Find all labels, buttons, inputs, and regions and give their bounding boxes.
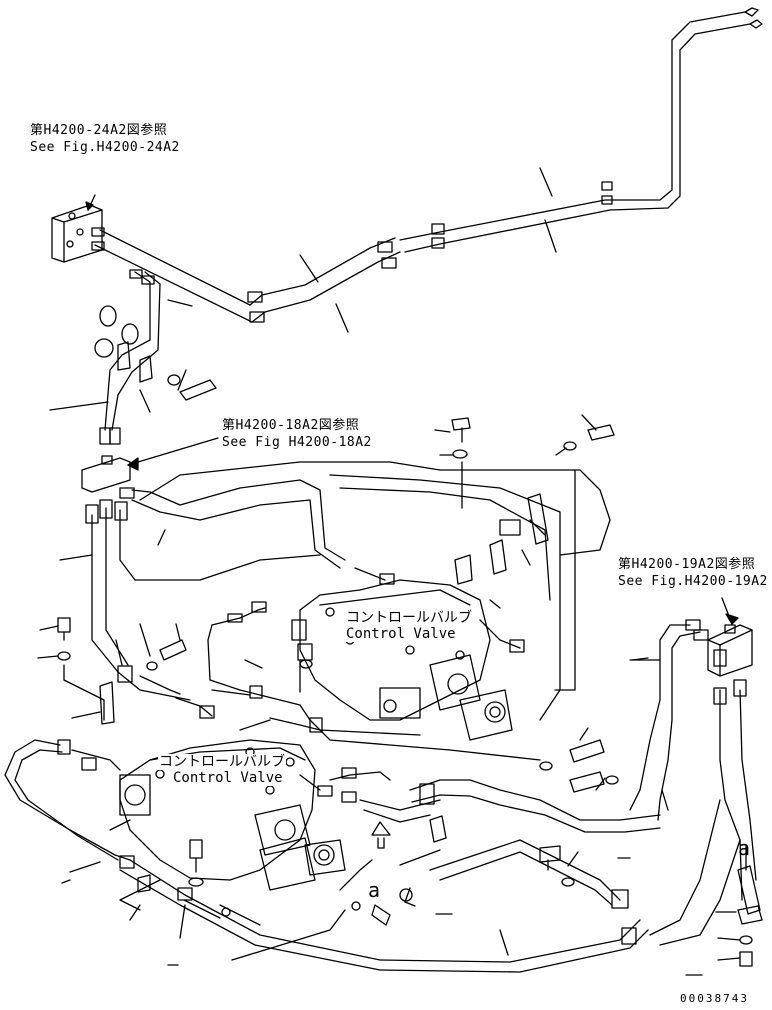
middle-hoses	[59, 461, 611, 721]
document-number: 00038743	[680, 992, 749, 1005]
mid-bolts	[434, 414, 615, 509]
right-hoses	[611, 597, 757, 946]
ref-middle-en: See Fig H4200-18A2	[222, 435, 372, 450]
upper-control-valve	[291, 567, 525, 741]
upper-valve-label-ja: コントロールバルブ	[345, 610, 473, 626]
leader-lines	[61, 657, 703, 976]
ref-right-en: See Fig.H4200-19A2	[618, 574, 768, 589]
marker-a-right: a	[738, 836, 751, 860]
lower-control-valve	[109, 739, 346, 891]
marker-a-left: a	[368, 878, 381, 902]
ref-middle-ja: 第H4200-18A2図参照	[222, 418, 360, 433]
right-bottom-bracket	[715, 845, 763, 967]
top-left-manifold	[51, 194, 105, 263]
mid-fitting-block	[81, 437, 219, 499]
mid-flex-hoses-top	[94, 229, 401, 333]
upper-valve-hoses	[207, 601, 541, 761]
lower-valve-label-en: Control Valve	[172, 770, 284, 786]
ref-top-ja: 第H4200-24A2図参照	[30, 123, 168, 138]
upper-valve-label-en: Control Valve	[345, 626, 457, 642]
ref-right-ja: 第H4200-19A2図参照	[618, 557, 756, 572]
lower-valve-label-ja: コントロールバルブ	[158, 754, 286, 770]
lower-hoses	[4, 739, 649, 973]
left-mid-parts	[37, 617, 215, 725]
clamp-parts	[94, 305, 217, 413]
lower-middle-parts	[231, 727, 661, 961]
left-hoses	[49, 269, 193, 445]
top-steel-pipes	[399, 7, 763, 253]
mid-brackets	[454, 469, 576, 691]
ref-top-en: See Fig.H4200-24A2	[30, 140, 180, 155]
